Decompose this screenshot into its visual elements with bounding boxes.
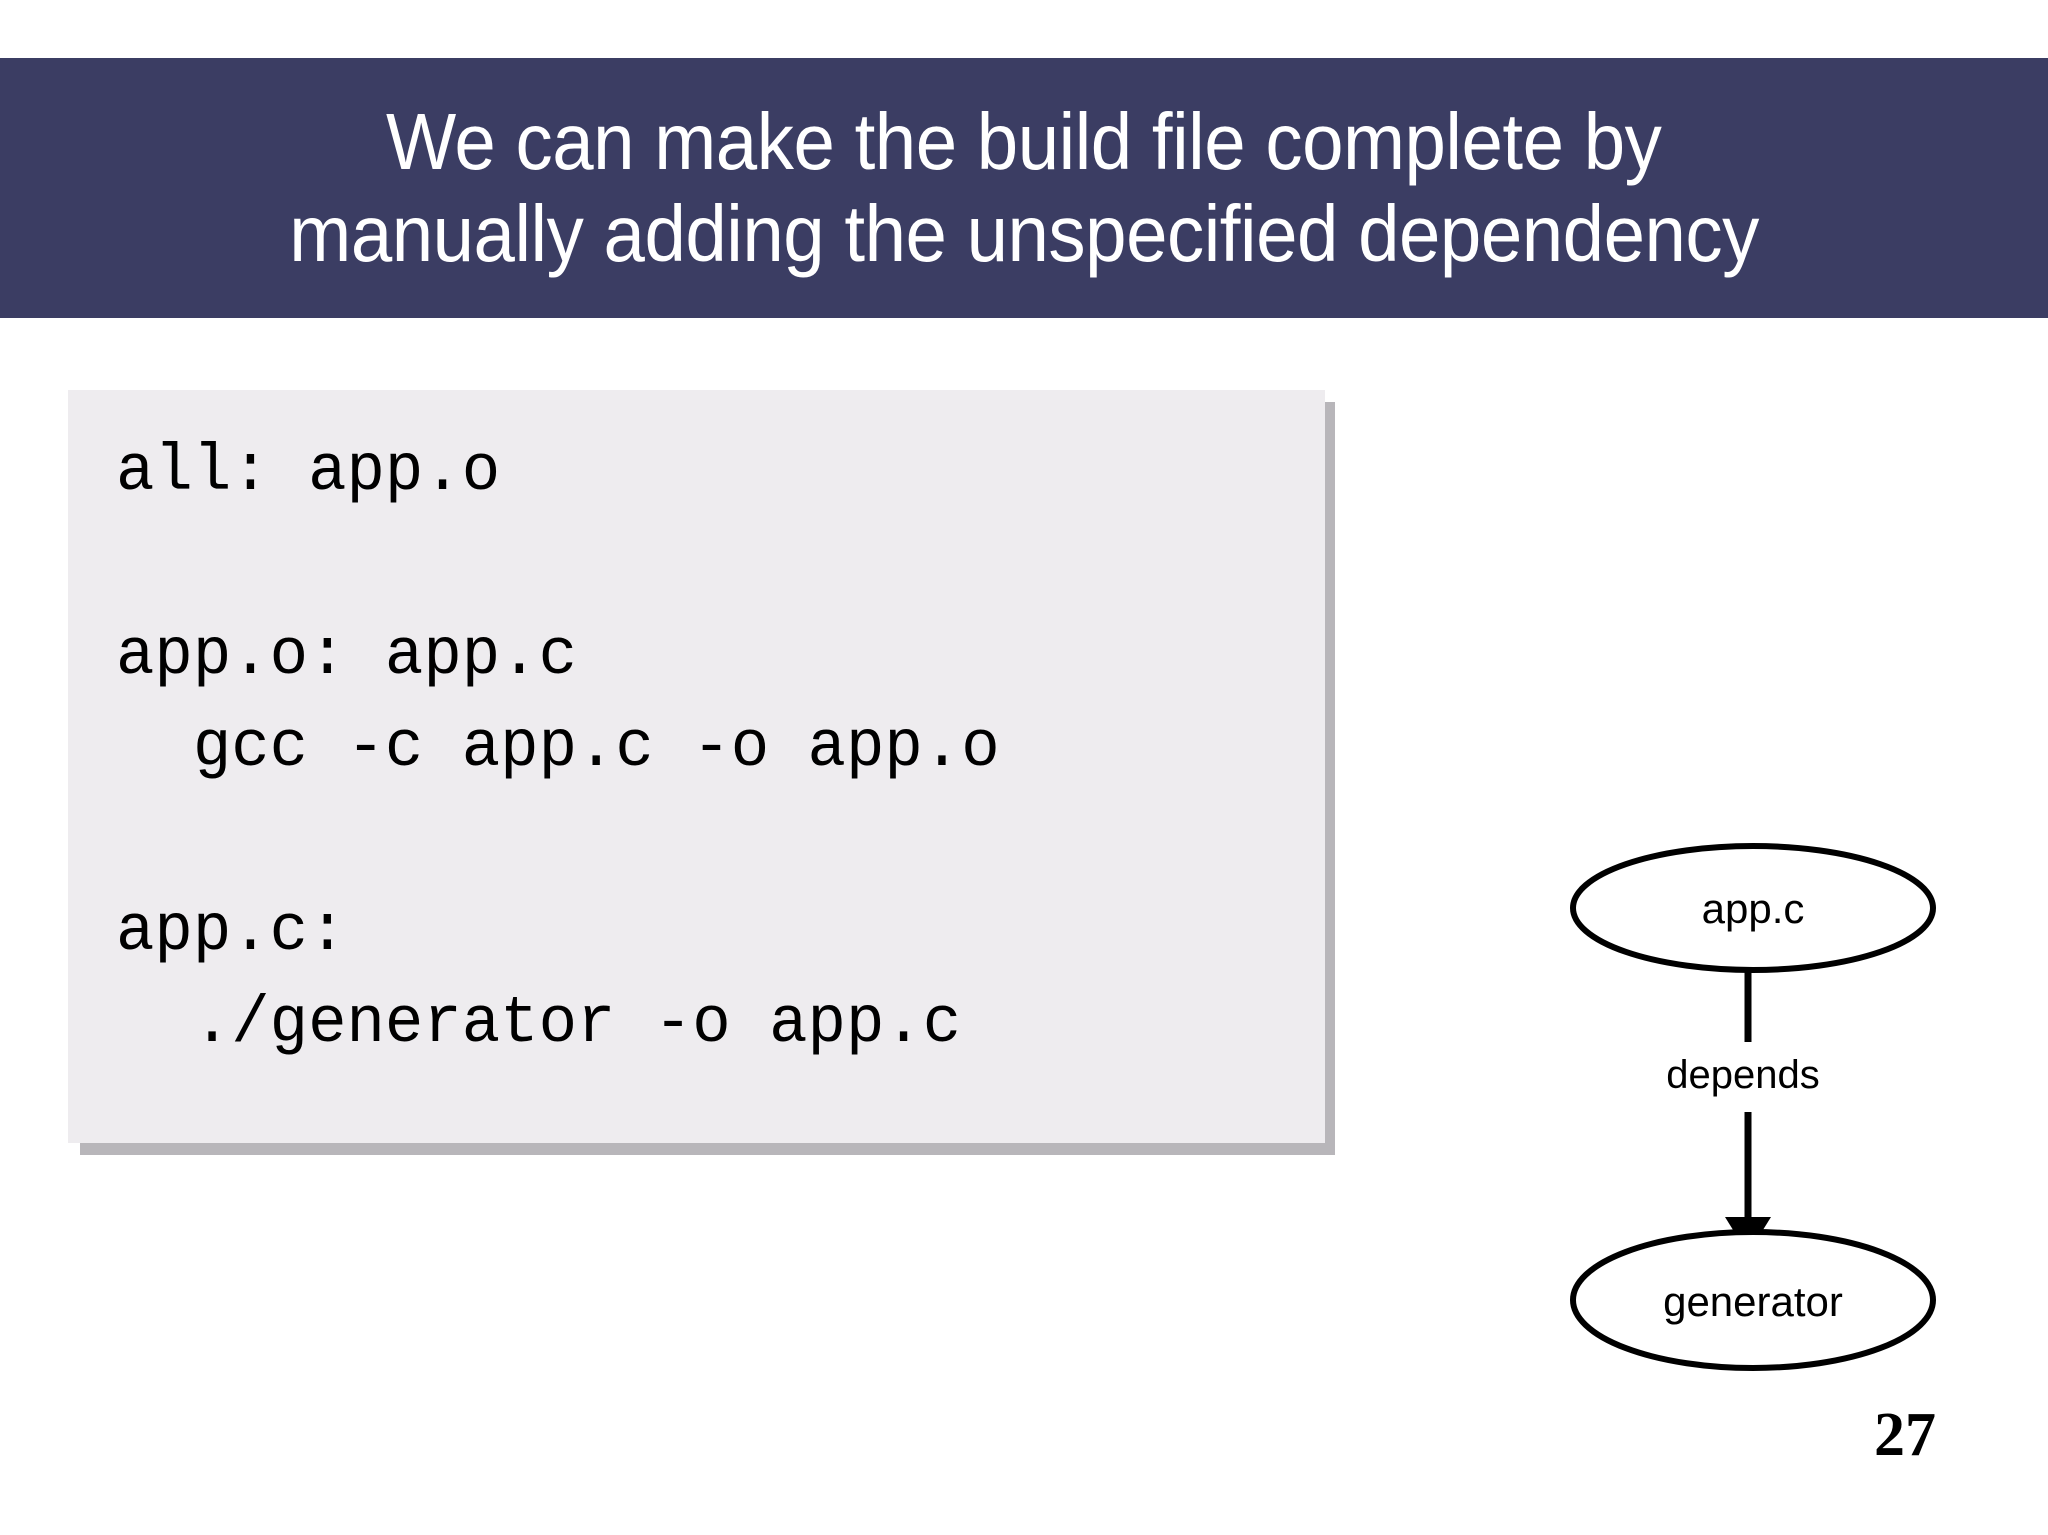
slide-title-line-1: We can make the build file complete by [386, 97, 1662, 186]
dependency-diagram: app.c depends generator [1545, 830, 1965, 1390]
diagram-node-generator-ellipse [1570, 1229, 1936, 1371]
code-block-panel: all: app.o app.o: app.c gcc -c app.c -o … [68, 390, 1325, 1143]
page-number: 27 [1874, 1401, 1936, 1469]
diagram-node-app-c-ellipse [1570, 843, 1936, 973]
slide-title-line-2: manually adding the unspecified dependen… [289, 189, 1759, 278]
diagram-node-app-c-label: app.c [1702, 885, 1805, 932]
diagram-node-generator-label: generator [1663, 1278, 1843, 1325]
makefile-code-text: all: app.o app.o: app.c gcc -c app.c -o … [116, 434, 1000, 1061]
slide-title-band: We can make the build file complete by m… [0, 58, 2048, 318]
diagram-edge-label-depends: depends [1666, 1053, 1819, 1097]
